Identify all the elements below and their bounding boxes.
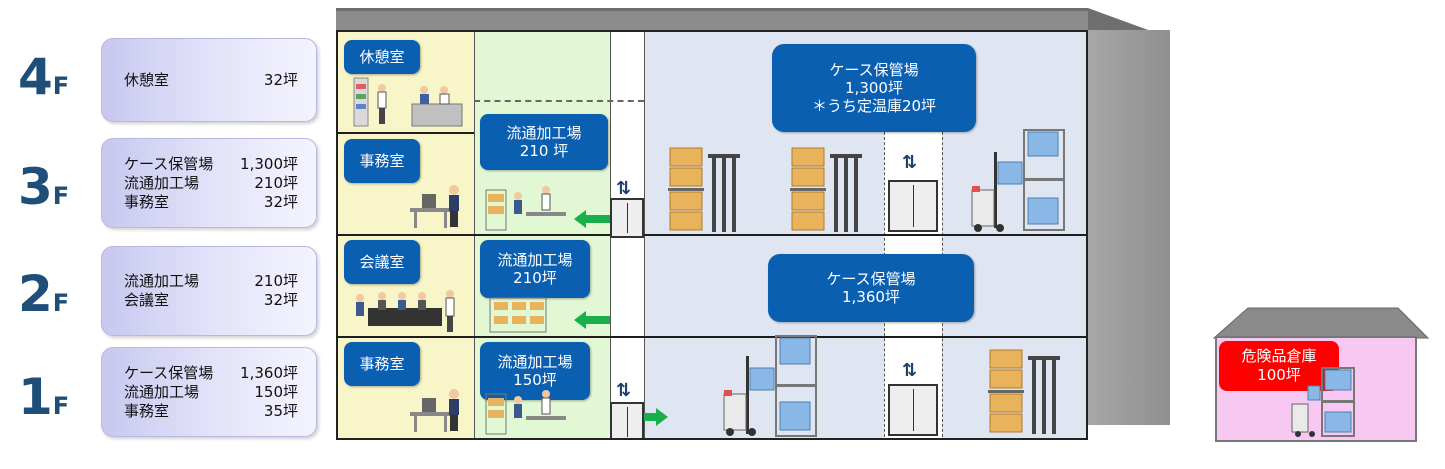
shed-forklift-rack (1291, 367, 1355, 437)
label-line: 150坪 (513, 371, 557, 389)
floor-slab-2f (338, 336, 1086, 338)
reach-truck-with-rack (971, 129, 1065, 232)
elevator-arrow-icon: ⇅ (902, 360, 918, 381)
label-line: 流通加工場 (506, 124, 582, 142)
rest-room-label: 休憩室 (344, 40, 420, 74)
floor-slab-3f (338, 234, 1086, 236)
label-line: ＊うち定温庫20坪 (811, 97, 937, 115)
office-1f-label: 事務室 (344, 342, 420, 386)
freight-elevator-1f (610, 402, 644, 438)
label-line: 1,300坪 (845, 79, 903, 97)
green-arrow-right-icon (656, 408, 668, 426)
freight-elevator-3f (610, 198, 644, 238)
processing-3f-label: 流通加工場 210 坪 (480, 114, 608, 170)
processing-2f-scene (489, 297, 547, 333)
office-3f-label: 事務室 (344, 139, 420, 183)
label-line: 210坪 (513, 269, 557, 287)
storage-2f-label: ケース保管場 1,360坪 (768, 254, 974, 322)
floor-slab-4f (338, 132, 474, 134)
floor-label-2f: 2F (18, 265, 70, 323)
pallet-rack-with-forklift (790, 147, 862, 232)
label-line: 流通加工場 (497, 251, 573, 269)
label-line: 流通加工場 (497, 353, 573, 371)
building-cross-section: 休憩室 事務室 会議室 事務室 流通加工場 210 坪 流通加工場 210坪 流… (336, 30, 1088, 440)
green-arrow-left-icon (574, 311, 586, 329)
label-line: ケース保管場 (829, 61, 919, 79)
passenger-elevator-3f (888, 180, 938, 232)
building-side-wall (1088, 30, 1170, 425)
green-arrow-shaft (586, 215, 610, 223)
processing-3f-scene (485, 186, 566, 231)
label-line: 100坪 (1257, 366, 1301, 384)
processing-2f-label: 流通加工場 210坪 (480, 240, 590, 298)
green-arrow-shaft (586, 316, 610, 324)
divider (474, 32, 475, 438)
green-arrow-shaft (644, 413, 658, 421)
label-line: ケース保管場 (826, 270, 916, 288)
green-arrow-left-icon (574, 210, 586, 228)
processing-1f-scene (485, 390, 566, 435)
office-3f-scene (410, 185, 459, 228)
meeting-room-label: 会議室 (344, 240, 420, 284)
divider (644, 32, 645, 438)
elevator-arrow-icon: ⇅ (616, 380, 632, 401)
pallet-rack-with-forklift (988, 349, 1060, 434)
mezzanine-line (474, 100, 644, 102)
rest-room-scene (353, 77, 463, 127)
storage-upper-label: ケース保管場 1,300坪 ＊うち定温庫20坪 (772, 44, 976, 132)
floor-label-4f: 4F (18, 48, 70, 106)
label-line: 1,360坪 (842, 288, 900, 306)
pallet-rack-with-forklift (668, 147, 740, 232)
hazardous-shed-label: 危険品倉庫 100坪 (1219, 341, 1339, 391)
processing-1f-label: 流通加工場 150坪 (480, 342, 590, 400)
shed-roof (1212, 307, 1430, 339)
meeting-room-scene (356, 290, 455, 332)
floor-label-3f: 3F (18, 158, 70, 216)
label-line: 210 坪 (519, 142, 569, 160)
office-1f-scene (410, 389, 459, 432)
floor-label-1f: 1F (18, 368, 70, 426)
elevator-arrow-icon: ⇅ (616, 178, 632, 199)
label-line: 危険品倉庫 (1241, 347, 1317, 365)
building-roof (336, 8, 1088, 33)
passenger-elevator-1f (888, 384, 938, 436)
reach-truck-with-rack (723, 335, 817, 437)
elevator-arrow-icon: ⇅ (902, 152, 918, 173)
